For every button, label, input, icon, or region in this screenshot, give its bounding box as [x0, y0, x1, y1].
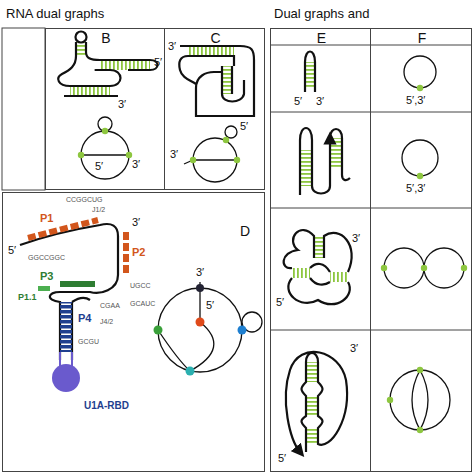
- strand-label: 5′: [294, 95, 302, 107]
- strand-label: 5′: [8, 244, 16, 256]
- strand-label: 5′: [276, 296, 284, 308]
- sequence-letters: J1/2: [92, 206, 105, 214]
- strand-label: 5′: [154, 56, 162, 68]
- strand-label: 3′: [132, 158, 140, 170]
- strand-label: 5′: [206, 299, 214, 311]
- section-heading: RNA dual graphs: [6, 7, 104, 21]
- sequence-letters: CCGGCUG: [66, 196, 103, 204]
- strand-label: 3′: [118, 98, 126, 110]
- strand-label: P4: [78, 312, 91, 324]
- strand-label: P3: [40, 270, 53, 282]
- strand-label: 5′: [278, 452, 286, 464]
- strand-label: 3′: [350, 342, 358, 354]
- strand-label: U1A-RBD: [84, 400, 129, 411]
- figure-panel: E: [270, 28, 371, 472]
- sequence-letters: CGAA: [100, 302, 120, 310]
- strand-label: 3′: [316, 95, 324, 107]
- strand-label: P1: [40, 212, 53, 224]
- strand-label: 3′: [168, 40, 176, 52]
- section-heading: Dual graphs and: [274, 7, 369, 21]
- sequence-letters: GCGU: [78, 338, 99, 346]
- strand-label: P2: [132, 246, 145, 258]
- sequence-letters: GCAUC: [130, 300, 155, 308]
- sequence-letters: UGCC: [130, 282, 151, 290]
- strand-label: 5′,3′: [406, 182, 425, 194]
- panel-letter: F: [418, 30, 427, 46]
- panel-letter: B: [101, 30, 110, 46]
- strand-label: 5′: [95, 160, 103, 172]
- strand-label: 5′: [240, 120, 248, 132]
- sequence-letters: GGCCGGC: [28, 254, 65, 262]
- figure-panel: D: [2, 192, 265, 472]
- panel-letter: E: [317, 30, 326, 46]
- strand-label: 3′: [170, 148, 178, 160]
- strand-label: 3′: [196, 266, 204, 278]
- sequence-letters: J4/2: [100, 318, 113, 326]
- panel-letter: D: [240, 223, 250, 239]
- strand-label: 3′: [132, 216, 140, 228]
- panel-letter: C: [210, 30, 220, 46]
- figure-panel: B: [45, 28, 165, 190]
- strand-label: 5′,3′: [406, 94, 425, 106]
- figure-panel: C: [164, 28, 265, 190]
- strand-label: P1.1: [18, 293, 37, 303]
- strand-label: 3′: [352, 232, 360, 244]
